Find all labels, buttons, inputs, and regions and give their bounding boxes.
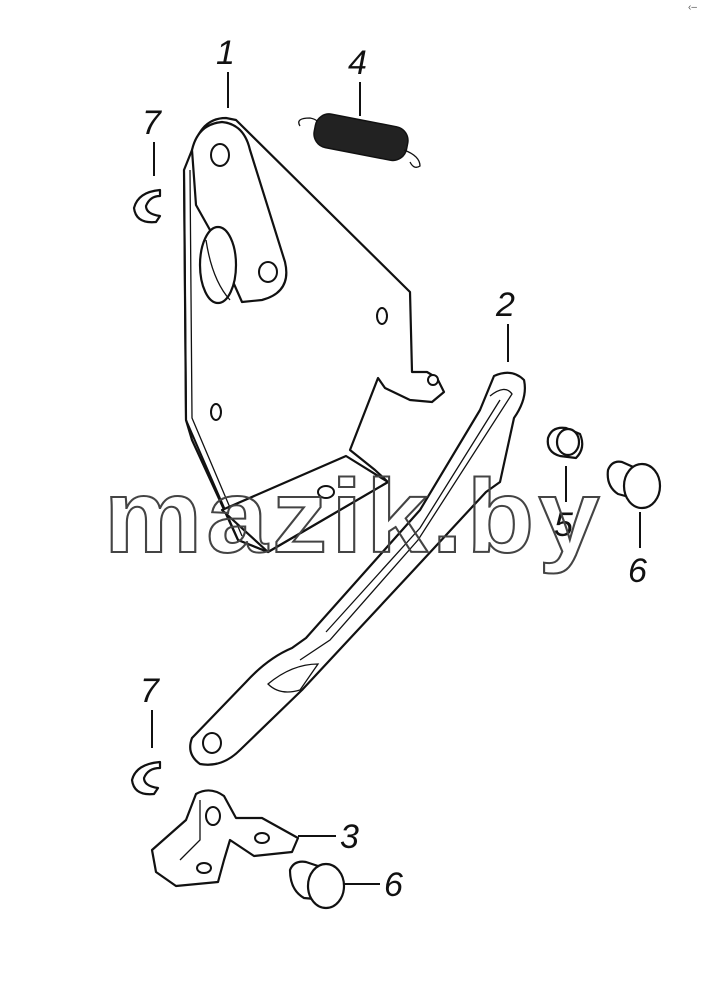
label-6-top: 6 <box>628 552 647 590</box>
label-6-bottom: 6 <box>384 866 403 904</box>
part-2-lever <box>189 371 526 766</box>
part-1-bracket-plate <box>182 116 446 554</box>
label-4: 4 <box>348 44 367 82</box>
label-2: 2 <box>495 286 515 324</box>
part-6-pin-top <box>606 460 662 510</box>
watermark: mazik.by <box>104 459 604 575</box>
part-3-lower-bracket <box>150 789 300 888</box>
part-7-clip-bottom <box>130 760 162 796</box>
label-7-bottom: 7 <box>140 672 160 710</box>
part-4-spring <box>298 113 421 168</box>
corner-mark: ‹– <box>688 2 697 13</box>
label-1: 1 <box>216 34 235 72</box>
label-3: 3 <box>340 818 359 856</box>
label-7-top: 7 <box>142 104 162 142</box>
part-6-pin-bottom <box>288 860 346 910</box>
label-5: 5 <box>554 506 573 544</box>
part-7-clip-top <box>132 188 162 224</box>
part-5-bushing <box>546 426 584 460</box>
